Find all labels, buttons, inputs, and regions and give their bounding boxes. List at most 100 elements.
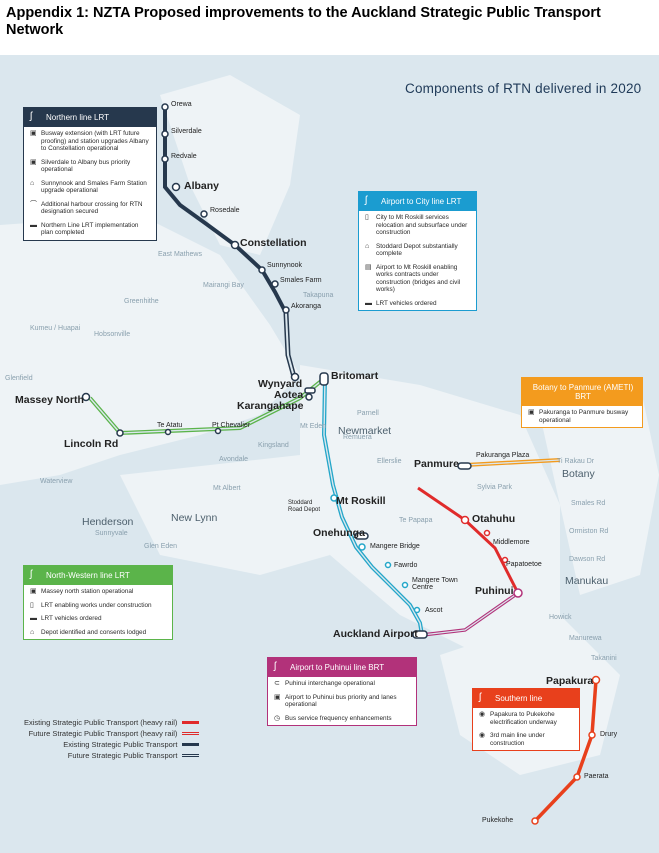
route-icon: ʃ xyxy=(274,661,277,672)
station-label: Orewa xyxy=(171,101,192,108)
suburb-label: Mairangi Bay xyxy=(203,282,244,289)
suburb-label: New Lynn xyxy=(171,512,218,524)
legend-label: Future Strategic Public Transport xyxy=(67,751,178,760)
legend-label: Existing Strategic Public Transport xyxy=(63,740,178,749)
station-label: Mangere Town Centre xyxy=(412,577,458,591)
suburb-label: East Mathews xyxy=(158,251,202,258)
suburb-label: Takanini xyxy=(591,655,617,662)
station-label: Botany xyxy=(562,468,595,480)
route-icon: ʃ xyxy=(30,111,33,122)
suburb-label: Howick xyxy=(549,614,572,621)
southern-line xyxy=(533,679,598,823)
station-label: Auckland Airport xyxy=(333,628,418,640)
station-label: Aotea xyxy=(274,389,304,401)
airport-puhinui-item: ▣Airport to Puhinui bus priority and lan… xyxy=(274,693,397,709)
page-title: Appendix 1: NZTA Proposed improvements t… xyxy=(6,5,601,38)
airport-city-item: ▯City to Mt Roskill services relocation … xyxy=(365,214,468,236)
northern-item: ▣Busway extension (with LRT future proof… xyxy=(30,130,149,152)
suburb-label: Te Papapa xyxy=(399,517,433,524)
onehunga-marker xyxy=(354,532,369,540)
station-label: Rosedale xyxy=(210,207,240,214)
aotea-marker xyxy=(304,387,316,394)
legend-label: Future Strategic Public Transport (heavy… xyxy=(28,729,178,738)
suburb-label: Greenhithe xyxy=(124,298,159,305)
map-canvas xyxy=(0,75,659,825)
airport-city-item: ▬LRT vehicles ordered xyxy=(365,299,437,307)
suburb-label: Avondale xyxy=(219,456,249,463)
station-label: Karangahape xyxy=(237,400,304,412)
suburb-label: Glenfield xyxy=(5,375,33,382)
southern-box-title: Southern line xyxy=(495,694,543,703)
works-icon: ▤ xyxy=(365,263,372,271)
suburb-label: Remuera xyxy=(343,434,372,441)
northern-item: ⌂Sunnynook and Smales Farm Station upgra… xyxy=(30,179,147,195)
lrt-vehicle-icon: ▬ xyxy=(30,615,37,622)
station-label: Britomart xyxy=(331,370,379,382)
land-shapes xyxy=(0,75,659,775)
station-label: Newmarket xyxy=(338,425,392,437)
suburb-label: Kingsland xyxy=(258,442,289,449)
suburb-label: Mt Eden xyxy=(300,423,327,430)
station-label: Paerata xyxy=(584,773,609,780)
station-label: Stoddard Road Depot xyxy=(288,500,321,513)
map-heading: Components of RTN delivered in 2020 xyxy=(405,81,642,96)
tram-icon: ▯ xyxy=(30,601,34,609)
southern-box-header: ʃ Southern line xyxy=(473,689,579,708)
station-label: Middlemore xyxy=(493,539,530,546)
interchange-icon: ⊂ xyxy=(274,680,280,687)
route-icon: ʃ xyxy=(365,195,368,206)
airport-city-box-title: Airport to City line LRT xyxy=(381,197,462,206)
suburb-label: Smales Rd xyxy=(571,500,606,507)
airport-puhinui-item: ◷Bus service frequency enhancements xyxy=(274,714,392,722)
station-label: Mangere Bridge xyxy=(370,543,420,550)
suburb-label: Sunnyvale xyxy=(95,530,128,537)
station-label: Otahuhu xyxy=(472,513,516,525)
suburb-label: Ellerslie xyxy=(377,458,402,465)
suburb-label: Takapuna xyxy=(303,292,334,299)
legend-swatch xyxy=(182,743,200,746)
airport-puhinui-box-title: Airport to Puhinui line BRT xyxy=(290,663,385,672)
suburb-label: Glen Eden xyxy=(144,543,178,550)
suburb-label: Dawson Rd xyxy=(569,556,606,563)
lrt-vehicle-icon: ▬ xyxy=(365,299,372,307)
airport-city-item: ▤Airport to Mt Roskill enabling works co… xyxy=(365,263,461,294)
suburb-label: Ormiston Rd xyxy=(569,528,609,535)
station-markers xyxy=(81,103,601,825)
station-label: Pt Chevalier xyxy=(212,422,251,429)
map-legend: Existing Strategic Public Transport (hea… xyxy=(24,717,200,761)
legend-item: Existing Strategic Public Transport xyxy=(24,739,200,750)
suburb-label: Mt Albert xyxy=(213,485,241,492)
depot-icon: ⌂ xyxy=(30,628,35,636)
suburb-label: Ti Rakau Dr xyxy=(557,458,595,465)
northern-item: ▣Silverdale to Albany bus priority opera… xyxy=(30,158,131,174)
station-label: Manukau xyxy=(565,575,609,587)
depot-icon: ⌂ xyxy=(365,242,370,250)
southern-item: ◉3rd main line under construction xyxy=(479,732,545,747)
tram-icon: ▯ xyxy=(365,214,369,221)
airport-puhinui-box-header: ʃ Airport to Puhinui line BRT xyxy=(268,658,416,677)
botany-box-header: Botany to Panmure (AMETI) BRT xyxy=(522,378,642,406)
botany-item: ▣Pakuranga to Panmure busway operational xyxy=(528,409,629,424)
station-label: Silverdale xyxy=(171,128,202,135)
bus-icon: ▣ xyxy=(528,409,535,416)
legend-swatch xyxy=(182,731,200,736)
panmure-marker xyxy=(457,462,472,470)
airport-city-box: ʃ Airport to City line LRT ▯City to Mt Ro… xyxy=(358,191,477,311)
bus-icon: ▣ xyxy=(30,588,37,595)
north-western-box-title: North-Western line LRT xyxy=(46,571,130,580)
north-western-item: ⌂Depot identified and consents lodged xyxy=(30,628,147,636)
station-label: Constellation xyxy=(240,237,307,249)
station-label: Albany xyxy=(184,180,220,192)
route-icon: ʃ xyxy=(479,692,482,703)
station-label: Smales Farm xyxy=(280,277,322,284)
station-label: Pukekohe xyxy=(482,817,514,824)
station-label: Panmure xyxy=(414,458,459,470)
station-label: Drury xyxy=(600,731,618,738)
legend-swatch xyxy=(182,753,200,758)
britomart-marker xyxy=(319,372,329,386)
bridge-icon: ⌒ xyxy=(30,200,37,208)
station-label: Akoranga xyxy=(291,303,321,310)
